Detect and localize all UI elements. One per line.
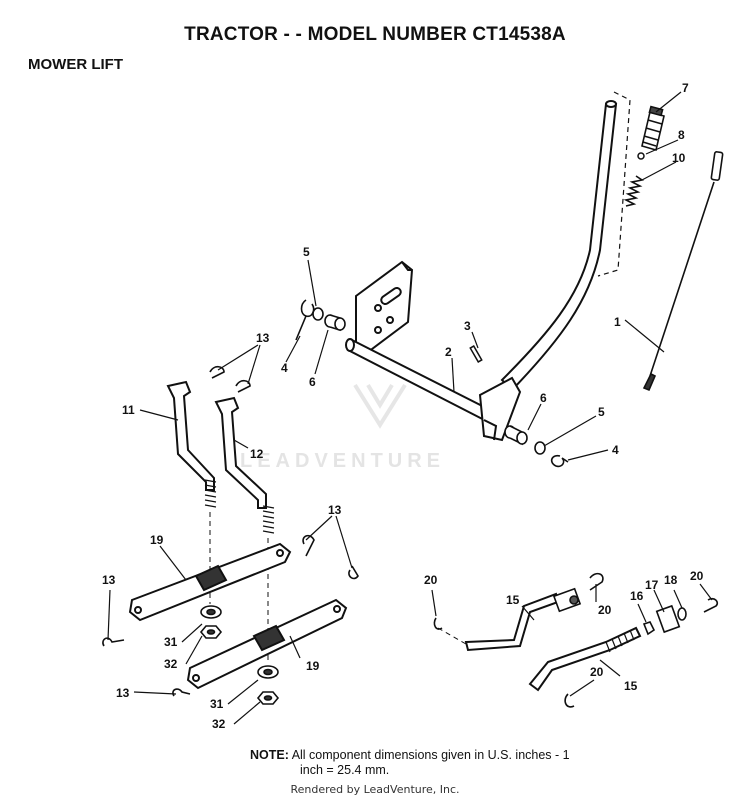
clip-20-c xyxy=(703,597,719,613)
callout-17: 17 xyxy=(645,578,659,592)
clip-13-left xyxy=(102,637,125,647)
callout-6-right: 6 xyxy=(540,391,547,405)
drawbar-right xyxy=(528,626,642,692)
callout-13-top: 13 xyxy=(256,331,270,345)
clip-20-b xyxy=(589,572,604,591)
lift-link-left xyxy=(166,380,217,508)
callout-5-left: 5 xyxy=(303,245,310,259)
callout-6-left: 6 xyxy=(309,375,316,389)
nut-32-upper xyxy=(199,625,223,639)
callout-3: 3 xyxy=(464,319,471,333)
adjustment-rod xyxy=(642,151,724,392)
callout-13-mid: 13 xyxy=(328,503,342,517)
drawbar-block-left xyxy=(552,587,582,613)
hairpin-clip-right xyxy=(550,454,569,468)
callout-32-upper: 32 xyxy=(164,657,178,671)
clip-13-top-b xyxy=(235,379,251,393)
trunnion-17 xyxy=(655,604,681,634)
page-title: TRACTOR - - MODEL NUMBER CT14538A xyxy=(184,24,566,45)
section-title: MOWER LIFT xyxy=(28,56,123,73)
callout-20-left: 20 xyxy=(424,573,438,587)
cotter-pin xyxy=(469,345,483,363)
callout-16: 16 xyxy=(630,589,644,603)
spring xyxy=(623,175,645,207)
callout-20-bottom: 20 xyxy=(590,665,604,679)
callout-13-left: 13 xyxy=(102,573,116,587)
note-line-2: inch = 25.4 mm. xyxy=(300,763,390,777)
callout-7: 7 xyxy=(682,81,689,95)
callout-8: 8 xyxy=(678,128,685,142)
clip-20-a xyxy=(433,617,443,630)
callout-5-right: 5 xyxy=(598,405,605,419)
dimension-note: NOTE: All component dimensions given in … xyxy=(250,748,630,778)
release-button xyxy=(637,152,645,160)
callout-15-upper: 15 xyxy=(506,593,520,607)
washer-left xyxy=(312,307,324,321)
clip-13-top-a xyxy=(209,365,225,379)
callout-11: 11 xyxy=(122,403,135,417)
nut-16 xyxy=(642,621,656,636)
callout-31-upper: 31 xyxy=(164,635,178,649)
lift-arm-lower xyxy=(186,598,348,690)
lift-handle xyxy=(478,100,618,442)
clip-13-bottom xyxy=(172,688,191,697)
callout-18: 18 xyxy=(664,573,678,587)
threaded-end xyxy=(605,629,635,653)
mounting-plate xyxy=(355,260,414,354)
washer-31-upper xyxy=(200,605,222,619)
clip-13-mid-a xyxy=(302,534,315,557)
callout-19-upper: 19 xyxy=(150,533,164,547)
callout-32-lower: 32 xyxy=(212,717,226,731)
handle-grip xyxy=(641,105,665,151)
grip-leader xyxy=(597,91,631,277)
clip-13-mid-b xyxy=(348,565,359,580)
note-label: NOTE: xyxy=(250,748,289,762)
callout-20-right: 20 xyxy=(690,569,704,583)
washer-31-lower xyxy=(257,665,279,679)
callout-4-right: 4 xyxy=(612,443,619,457)
leader-lines xyxy=(107,91,713,725)
washer-18 xyxy=(677,607,687,621)
callout-2: 2 xyxy=(445,345,452,359)
lift-arm-upper xyxy=(128,542,292,622)
washer-right xyxy=(534,441,546,455)
callout-1: 1 xyxy=(614,315,621,329)
callout-19-lower: 19 xyxy=(306,659,320,673)
callout-12: 12 xyxy=(250,447,264,461)
callout-31-lower: 31 xyxy=(210,697,224,711)
lift-link-right xyxy=(214,396,275,534)
drawbar-dash-left xyxy=(437,627,467,645)
nut-32-lower xyxy=(256,691,280,705)
watermark-logo xyxy=(353,383,407,429)
callout-20-mid: 20 xyxy=(598,603,612,617)
callout-15-lower: 15 xyxy=(624,679,638,693)
note-line-1: All component dimensions given in U.S. i… xyxy=(291,748,570,762)
bushing-left xyxy=(324,314,346,332)
callout-4-left: 4 xyxy=(281,361,288,375)
bushing-right xyxy=(504,425,528,446)
watermark: LEADVENTURE xyxy=(240,450,446,472)
footer-credit: Rendered by LeadVenture, Inc. xyxy=(290,783,460,796)
clip-20-d xyxy=(564,693,575,708)
callout-13-bottom: 13 xyxy=(116,686,130,700)
callout-10: 10 xyxy=(672,151,686,165)
callout-labels: 7 8 10 1 5 4 6 3 2 6 5 4 13 11 12 13 19 … xyxy=(102,81,704,731)
hairpin-clip-left xyxy=(295,299,315,341)
